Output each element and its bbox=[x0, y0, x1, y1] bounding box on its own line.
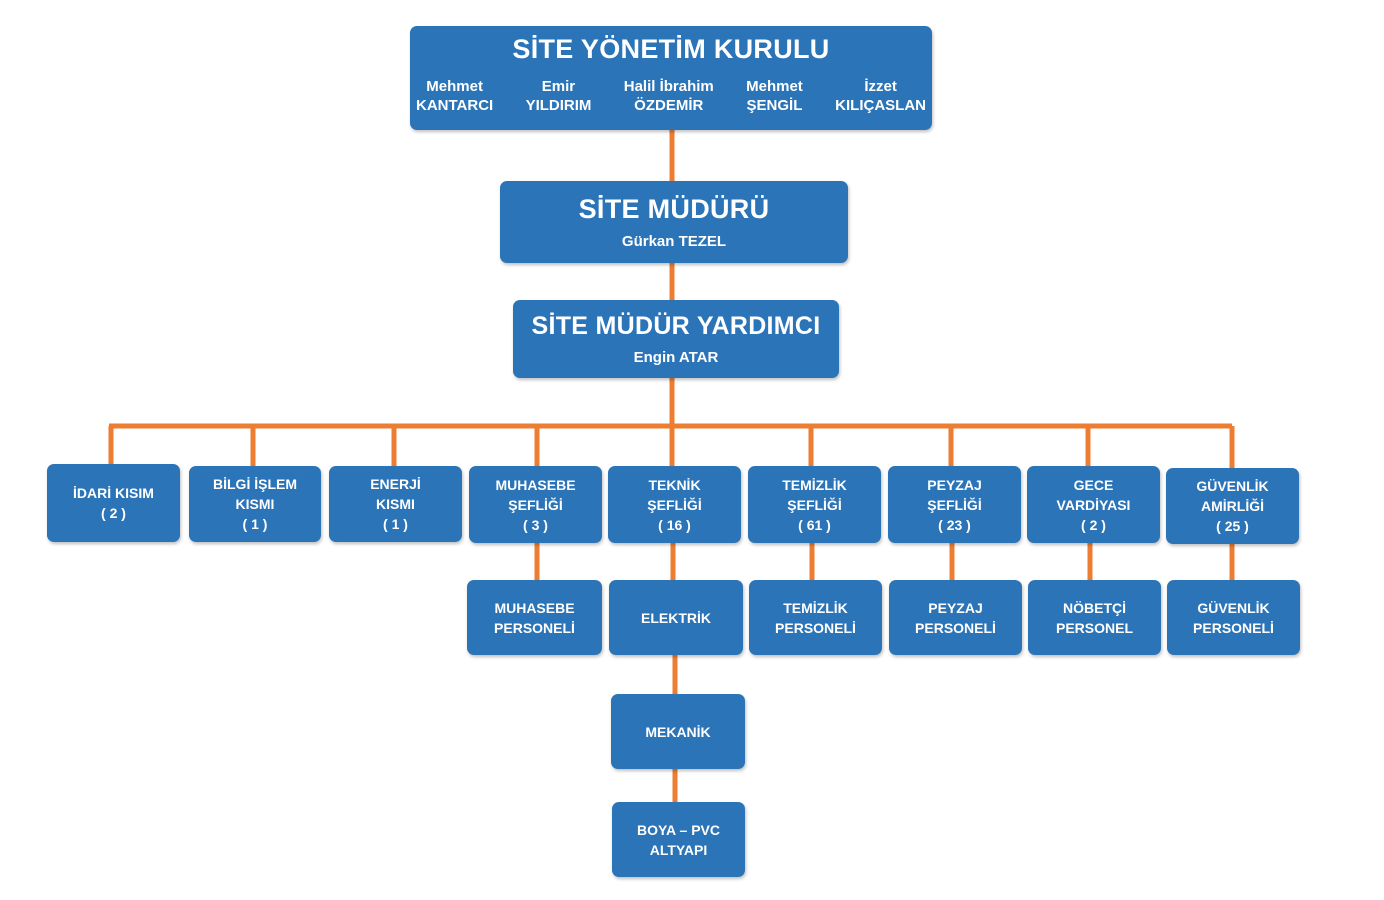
manager-name: Gürkan TEZEL bbox=[621, 233, 727, 250]
dept-idari: İDARİ KISIM( 2 ) bbox=[47, 464, 180, 542]
unit-elektrik: ELEKTRİK bbox=[609, 580, 743, 655]
manager-title: SİTE MÜDÜRÜ bbox=[578, 194, 770, 224]
assistant-box: SİTE MÜDÜR YARDIMCI Engin ATAR bbox=[513, 300, 839, 378]
manager-box: SİTE MÜDÜRÜ Gürkan TEZEL bbox=[500, 181, 848, 263]
assistant-title: SİTE MÜDÜR YARDIMCI bbox=[531, 312, 821, 340]
unit-mekanik: MEKANİK bbox=[611, 694, 745, 769]
board-title: SİTE YÖNETİM KURULU bbox=[512, 34, 830, 64]
assistant-name: Engin ATAR bbox=[633, 349, 719, 366]
